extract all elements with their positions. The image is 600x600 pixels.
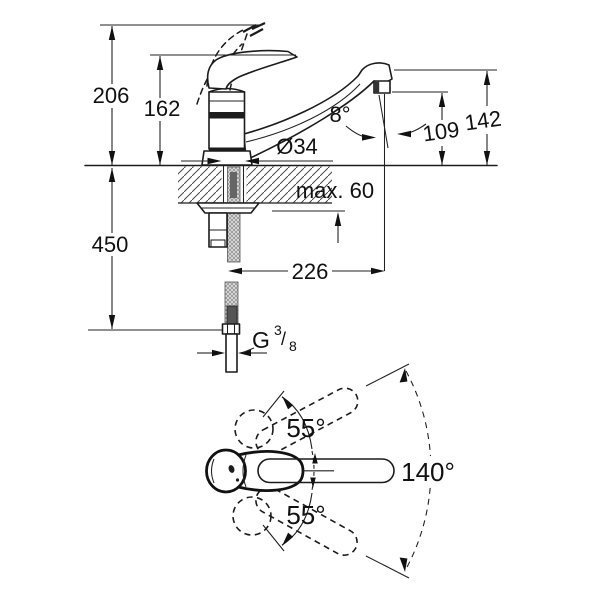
countertop-slab (84, 164, 498, 204)
hose-fitting (226, 305, 238, 325)
spout-bar (257, 458, 395, 484)
side-view: 206 162 450 142 (84, 22, 503, 373)
dim-swing-up: 55° (262, 390, 326, 491)
dim-206-label: 206 (93, 83, 130, 108)
lever-solid (205, 448, 395, 494)
dim-dia34-label: Ø34 (276, 134, 318, 159)
dim-55up-label: 55° (286, 413, 325, 443)
knob-seam (242, 454, 247, 488)
dim-8deg-label: 8° (329, 102, 350, 127)
faucet-body (196, 22, 393, 166)
dim-stream-angle: 8° (329, 102, 427, 141)
countertop-hatch (178, 166, 332, 203)
dim-total-height: 206 (93, 24, 263, 165)
knob-dot (228, 465, 235, 473)
dim-109-label: 109 (421, 117, 461, 147)
spout-inner-line (245, 83, 361, 143)
dim-outlet-height: 109 (392, 91, 461, 165)
dim-spout-reach: 226 (228, 259, 385, 284)
stream-lines (378, 94, 389, 271)
lever-body (236, 450, 305, 492)
knob-down-dashed (232, 496, 272, 536)
stream-angle-line (378, 94, 389, 149)
dim-162-label: 162 (144, 96, 181, 121)
dim-swing-down: 55° (262, 477, 326, 552)
dim-226-label: 226 (292, 259, 329, 284)
dim-hole-diameter: Ø34 (181, 134, 333, 165)
bar-up-dashed (255, 387, 359, 456)
under-counter-assembly (196, 166, 260, 373)
dim-450-label: 450 (92, 232, 129, 257)
dim-swivel-range: 140° (365, 363, 456, 579)
dim-max60-label: max. 60 (296, 178, 374, 203)
spout (243, 62, 393, 161)
lever-knob (205, 448, 247, 494)
aerator-shade (374, 81, 380, 93)
dim-55down-label: 55° (286, 500, 325, 530)
raised-lever-tip-marks (242, 22, 266, 37)
knob-up-dashed (234, 409, 274, 449)
lever-up-dashed (234, 387, 359, 456)
hose-core (230, 172, 237, 198)
dim-thread-label: G 3 / 8 (252, 322, 297, 354)
body-ring-band (209, 112, 245, 119)
dim-thread: G 3 / 8 (197, 322, 297, 357)
lever-handle (206, 49, 298, 90)
body-base-band (209, 147, 245, 151)
connector-nut (221, 323, 241, 335)
lever-down-dashed (232, 486, 358, 556)
dim-handle-height: 162 (144, 54, 296, 165)
thread-tube (225, 333, 238, 373)
dim-140-label: 140° (401, 457, 455, 487)
top-view: 55° 55° 140° (205, 363, 456, 579)
dim-spout-top-height: 142 (394, 69, 503, 165)
dim-max-thickness: max. 60 (272, 178, 374, 243)
dim-below-counter: 450 (88, 168, 222, 331)
dim-142-label: 142 (463, 106, 503, 136)
bar-down-dashed (255, 486, 358, 556)
